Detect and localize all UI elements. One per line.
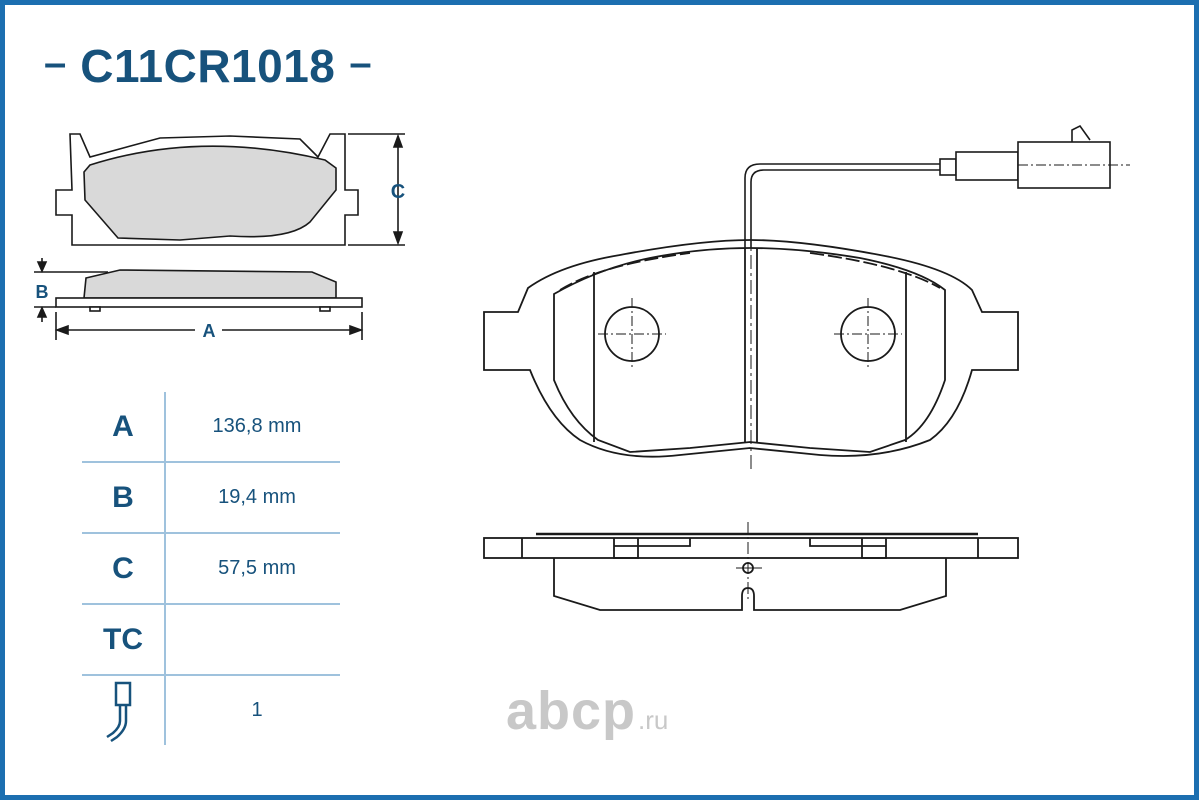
spec-row-a: A 136,8 mm xyxy=(82,392,340,462)
watermark-main: abcp xyxy=(506,681,637,741)
spec-value xyxy=(165,603,340,675)
spec-key: B xyxy=(82,461,166,533)
friction-pad-large-side xyxy=(553,558,947,611)
large-side-view xyxy=(483,522,1019,611)
title-dash-right: – xyxy=(349,41,372,85)
part-number: C11CR1018 xyxy=(80,40,336,92)
spec-key: A xyxy=(82,392,166,462)
wear-sensor-icon xyxy=(106,681,132,742)
spec-value: 1 xyxy=(165,674,340,745)
spec-key-sensor xyxy=(82,674,166,745)
backing-plate-large xyxy=(483,239,1019,458)
friction-pad-side xyxy=(83,269,337,299)
spec-row-b: B 19,4 mm xyxy=(82,461,340,533)
spec-value: 19,4 mm xyxy=(165,461,340,533)
title-dash-left: – xyxy=(44,41,67,85)
dimension-c-label: C xyxy=(391,181,405,203)
large-front-view xyxy=(483,230,1019,470)
wear-sensor-connector xyxy=(744,124,1130,248)
spec-value: 136,8 mm xyxy=(212,415,302,437)
spec-row-tc: TC xyxy=(82,603,340,675)
spec-value: 57,5 mm xyxy=(165,532,340,604)
watermark-logo: abcp .ru xyxy=(506,680,669,741)
backing-plate-large-side xyxy=(483,537,1019,559)
watermark-tld: .ru xyxy=(638,705,669,735)
spec-row-c: C 57,5 mm xyxy=(82,532,340,604)
spec-key: TC xyxy=(82,603,166,675)
friction-pad-large xyxy=(553,247,946,453)
friction-pad-top xyxy=(83,145,337,241)
dimension-b-label: B xyxy=(36,282,49,302)
small-top-view xyxy=(55,133,405,246)
spec-row-sensor: 1 xyxy=(82,674,340,745)
small-side-view xyxy=(34,258,364,340)
spec-key: C xyxy=(82,532,166,604)
dimension-a-label: A xyxy=(203,321,216,341)
spec-table: A 136,8 mm B 19,4 mm C 57,5 mm TC xyxy=(82,392,340,745)
backing-plate-side xyxy=(55,297,363,308)
page-title: – C11CR1018 – xyxy=(44,38,372,94)
